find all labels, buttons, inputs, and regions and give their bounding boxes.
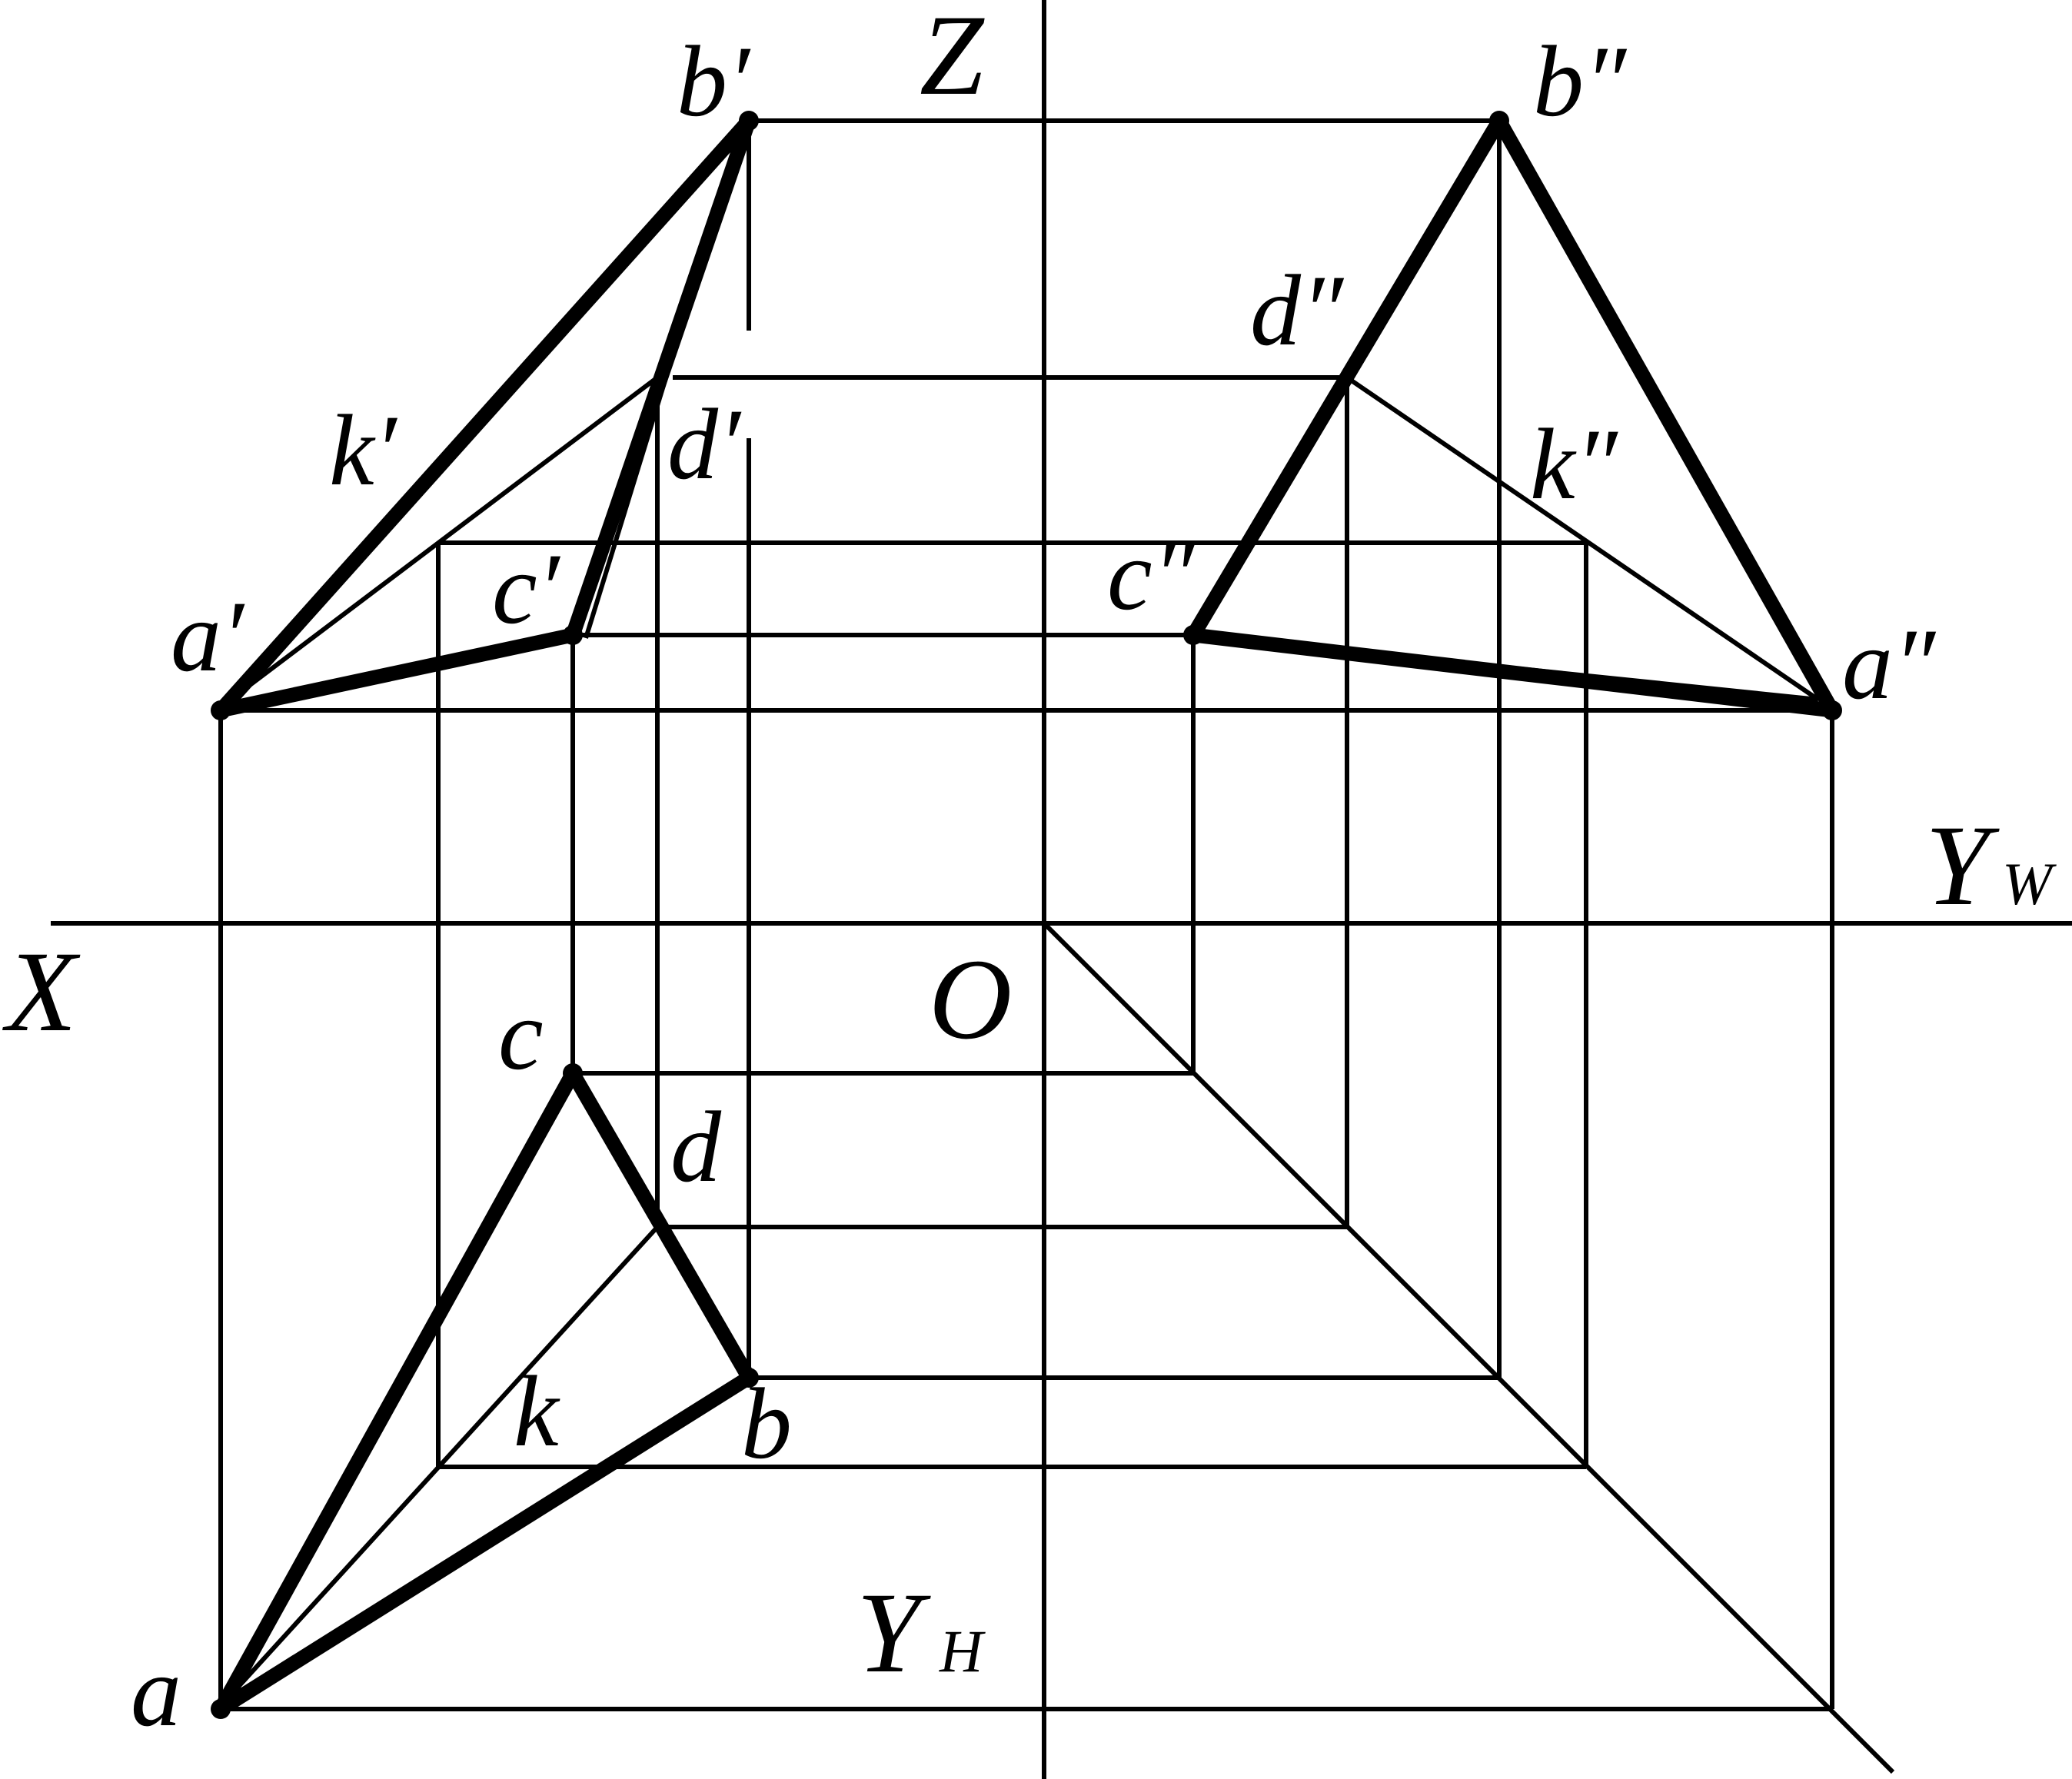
label-d: d: [670, 1090, 722, 1203]
label-b2: b″: [1533, 25, 1628, 138]
point-a1: [211, 700, 231, 720]
point-c1: [563, 625, 583, 645]
axis-label-yw: Y: [1925, 802, 2000, 929]
label-c2: c″: [1107, 518, 1196, 631]
side-view-triangle: [1186, 113, 1840, 718]
label-c1: c′: [492, 532, 561, 645]
line-dk-top: [228, 1225, 660, 1698]
label-d2: d″: [1250, 254, 1345, 367]
point-labels: b′ k′ d′ c′ a′ b″ d″ k″ c″ a″ c d k b a: [131, 25, 1937, 1747]
top-view-triangle: [213, 1066, 757, 1717]
label-a2: a″: [1842, 607, 1937, 720]
label-b: b: [741, 1367, 792, 1480]
label-a: a: [131, 1634, 181, 1747]
axis-label-z: Z: [920, 0, 985, 119]
axis-label-yh-sub: H: [939, 1618, 986, 1684]
axis-label-origin: O: [929, 936, 1012, 1063]
line-dk-front: [229, 375, 659, 702]
point-b: [739, 1368, 759, 1388]
label-k1: k′: [329, 394, 398, 507]
line-dk-side: [1345, 375, 1820, 702]
label-c: c: [498, 978, 544, 1091]
label-k: k: [514, 1355, 560, 1468]
diagonal-45-line: [1042, 921, 1895, 1774]
triangle-abc: [213, 113, 1840, 1717]
point-b2: [1489, 111, 1509, 131]
label-a1: a′: [171, 580, 245, 693]
axis-label-yh: Y: [856, 1569, 931, 1697]
point-c: [563, 1063, 583, 1083]
axis-labels: Z X O Y W Y H: [2, 0, 2057, 1697]
vertex-points: [211, 111, 1842, 1719]
axis-label-x: X: [2, 928, 81, 1056]
point-b1: [739, 111, 759, 131]
front-view-triangle: [213, 113, 757, 718]
point-c2: [1183, 625, 1203, 645]
point-a: [211, 1699, 231, 1719]
label-d1: d′: [667, 387, 742, 500]
label-b1: b′: [677, 25, 751, 138]
label-k2: k″: [1530, 407, 1619, 520]
axis-label-yw-sub: W: [2002, 850, 2057, 917]
axes: [51, 0, 2072, 1779]
point-a2: [1822, 700, 1842, 720]
